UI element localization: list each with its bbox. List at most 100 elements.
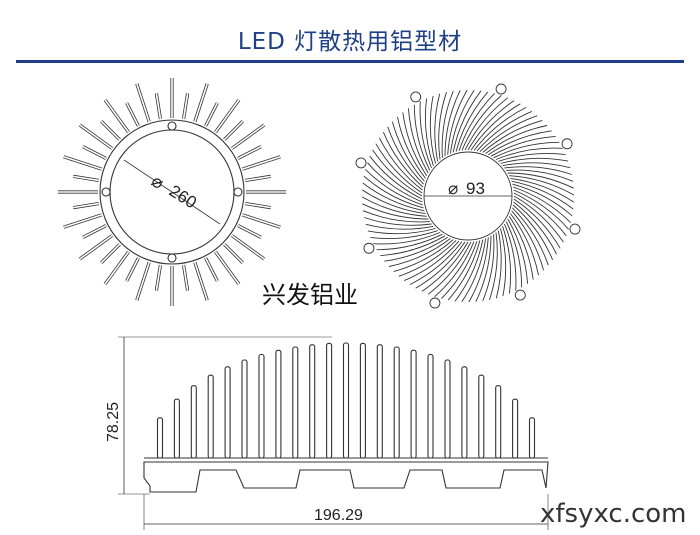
right-fin — [452, 90, 482, 153]
right-fin — [372, 149, 423, 197]
right-fin — [454, 239, 484, 302]
left-diameter-label: 260 — [166, 181, 200, 212]
section-fin — [275, 349, 282, 459]
right-fin — [370, 230, 438, 240]
left-mount-hole — [167, 121, 177, 131]
section-fin — [173, 398, 180, 459]
left-fin-inner — [231, 234, 265, 260]
section-fin — [528, 417, 536, 459]
right-fin — [495, 230, 502, 299]
left-fin-inner — [63, 156, 102, 170]
right-fin — [488, 130, 552, 156]
right-fin — [402, 112, 428, 176]
left-mount-hole — [233, 187, 243, 197]
right-radial-view — [355, 83, 581, 309]
right-fin — [500, 228, 507, 297]
right-fin — [485, 125, 548, 154]
left-fin-inner — [194, 262, 208, 301]
section-fin — [190, 385, 197, 459]
right-clip-ring — [514, 289, 526, 301]
right-fin — [387, 126, 424, 185]
right-fin — [513, 201, 558, 255]
right-fin — [507, 172, 574, 189]
right-clip-ring — [561, 138, 573, 150]
section-fin — [326, 342, 333, 459]
website-watermark: xfsyxc.com — [540, 499, 687, 529]
right-fin — [505, 221, 523, 288]
section-fin — [512, 398, 519, 459]
left-fin-inner — [79, 124, 113, 150]
right-fin — [362, 210, 430, 223]
left-fin-inner — [82, 224, 107, 239]
cross-section-view — [118, 336, 549, 530]
section-fin — [342, 342, 350, 459]
right-fin — [421, 241, 469, 292]
left-fin-inner — [79, 234, 113, 260]
left-fin-inner — [73, 175, 100, 182]
right-fin — [380, 235, 446, 257]
height-dimension-label: 78.25 — [105, 402, 122, 442]
right-fin — [502, 162, 571, 169]
right-fin — [413, 104, 431, 171]
right-fin — [384, 236, 448, 262]
right-fin — [427, 241, 472, 295]
right-fin — [458, 93, 495, 152]
right-fin — [512, 207, 549, 266]
right-fin — [508, 216, 534, 280]
left-mount-hole — [101, 187, 111, 197]
left-fin-inner — [73, 202, 100, 209]
right-fin — [419, 101, 432, 169]
section-base-profile — [143, 461, 549, 493]
right-clip-ring — [495, 83, 507, 95]
right-fin — [482, 119, 543, 153]
section-fin — [258, 353, 265, 459]
right-fin — [441, 90, 454, 158]
right-fin — [441, 240, 478, 299]
section-fin — [495, 385, 502, 459]
section-fin — [393, 346, 400, 459]
right-fin — [361, 189, 426, 215]
left-fin-inner — [244, 175, 271, 182]
section-fin — [156, 417, 164, 459]
right-fin — [455, 91, 489, 152]
right-fin — [470, 103, 521, 151]
left-fin-inner — [194, 83, 208, 122]
right-fin — [506, 169, 574, 182]
left-fin-inner — [136, 262, 150, 301]
right-fin — [504, 166, 572, 175]
right-fin — [476, 110, 532, 152]
right-fin — [362, 203, 429, 220]
section-fin — [241, 359, 248, 459]
left-fin-inner — [214, 251, 240, 285]
left-fin-inner — [182, 264, 189, 291]
width-dimension-label: 196.29 — [314, 507, 363, 524]
right-fin — [512, 186, 571, 223]
right-fin — [504, 223, 517, 291]
left-fin-inner — [136, 83, 150, 122]
right-fin — [364, 217, 432, 226]
right-fin — [367, 162, 423, 203]
left-hub-outer-ring — [99, 119, 245, 265]
right-fin — [502, 226, 512, 294]
right-fin — [444, 90, 461, 157]
right-clip-ring — [363, 242, 375, 254]
right-fin — [373, 232, 441, 245]
right-fin — [393, 239, 454, 273]
section-fin — [444, 359, 451, 459]
right-fin — [513, 198, 561, 249]
right-fin — [388, 238, 451, 267]
title-underline — [16, 60, 684, 63]
right-fin — [404, 240, 460, 282]
right-fin — [409, 241, 463, 286]
right-fin — [512, 183, 573, 217]
left-fin-inner — [63, 214, 102, 228]
section-fin — [309, 344, 316, 459]
right-fin — [461, 238, 487, 303]
right-clip-ring — [429, 297, 441, 309]
left-fin-inner — [104, 251, 130, 285]
right-fin — [500, 157, 569, 164]
right-fin — [367, 228, 436, 235]
right-fin — [495, 147, 563, 160]
right-fin — [391, 121, 425, 182]
